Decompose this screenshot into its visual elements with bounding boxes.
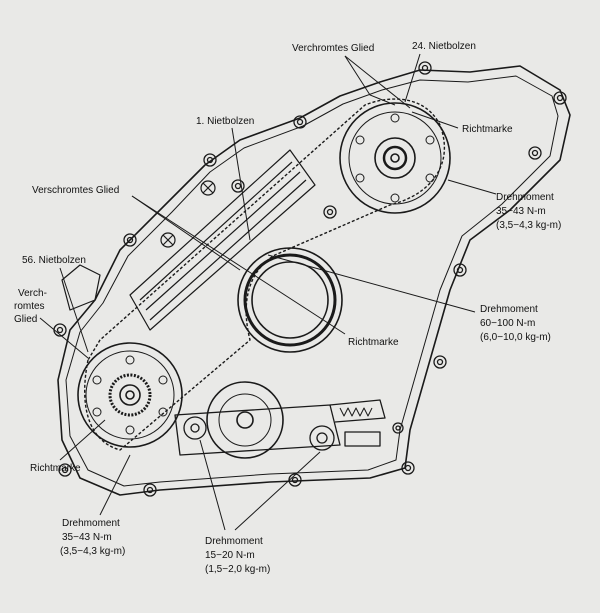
label-drehmoment-mid-1: Drehmoment (480, 304, 538, 315)
label-drehmoment-upper-3: (3,5−4,3 kg-m) (496, 220, 561, 231)
label-drehmoment-upper-1: Drehmoment (496, 192, 554, 203)
tensioner-arm (174, 399, 386, 456)
label-drehmoment-lower-mid-1: Drehmoment (205, 536, 263, 547)
label-verschromtes-glied: Verschromtes Glied (32, 185, 119, 196)
left-tab (61, 264, 101, 311)
label-richtmarke-mid: Richtmarke (348, 337, 399, 348)
label-verchromtes-glied-top: Verchromtes Glied (292, 43, 374, 54)
housing-inner (65, 75, 559, 487)
timing-chain (84, 98, 445, 451)
label-drehmoment-mid-3: (6,0−10,0 kg-m) (480, 332, 551, 343)
label-drehmoment-mid-2: 60−100 N-m (480, 318, 535, 329)
middle-ring (237, 247, 343, 353)
label-drehmoment-lower-left-3: (3,5−4,3 kg-m) (60, 546, 125, 557)
label-drehmoment-lower-left-1: Drehmoment (62, 518, 120, 529)
chain-guide (129, 149, 316, 331)
housing-outline (57, 65, 571, 496)
label-drehmoment-lower-left-2: 35−43 N-m (62, 532, 112, 543)
housing-bolts (53, 61, 567, 497)
label-verchromtes-glied-left-2: romtes (14, 301, 45, 312)
upper-cam-sprocket (339, 102, 451, 214)
lower-crank-sprocket (77, 342, 183, 448)
label-1-nietbolzen: 1. Nietbolzen (196, 116, 254, 127)
label-verchromtes-glied-left-3: Glied (14, 314, 37, 325)
label-drehmoment-lower-mid-3: (1,5−2,0 kg-m) (205, 564, 270, 575)
label-richtmarke-left: Richtmarke (30, 463, 81, 474)
lower-pump (206, 381, 284, 459)
leader-lines (39, 53, 497, 531)
label-verchromtes-glied-left-1: Verch- (18, 288, 47, 299)
label-drehmoment-upper-2: 35−43 N-m (496, 206, 546, 217)
label-drehmoment-lower-mid-2: 15−20 N-m (205, 550, 255, 561)
cross-holes (160, 180, 216, 248)
label-24-nietbolzen: 24. Nietbolzen (412, 41, 476, 52)
label-richtmarke-top: Richtmarke (462, 124, 513, 135)
label-56-nietbolzen: 56. Nietbolzen (22, 255, 86, 266)
